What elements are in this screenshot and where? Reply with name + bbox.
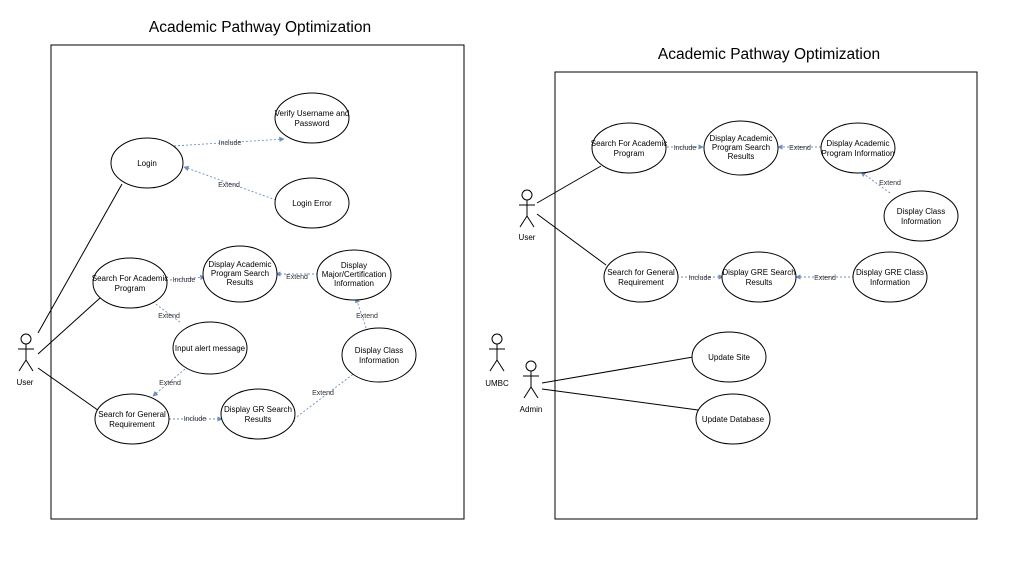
left-title: Academic Pathway Optimization — [149, 19, 371, 36]
rel-search-display: Include — [674, 145, 697, 152]
stick-figure-icon — [523, 360, 539, 399]
uc-update-database: Update Database — [695, 393, 771, 445]
actor-user-right: User — [519, 189, 536, 242]
rel-login-verify: Include — [219, 140, 242, 147]
dep-alert-search — [148, 298, 181, 323]
stick-figure-icon — [18, 333, 34, 372]
uc-update-site: Update Site — [691, 331, 767, 383]
actor-admin: Admin — [520, 360, 543, 414]
dep-error-login — [183, 166, 277, 201]
dep-class-info — [860, 171, 891, 194]
rel-alert-search: Extend — [158, 313, 180, 320]
dep-alert-general — [152, 368, 186, 397]
right-title: Academic Pathway Optimization — [658, 46, 880, 63]
uc-login-error: Login Error — [274, 177, 350, 229]
actor-umbc: UMBC — [485, 333, 509, 388]
actor-user-left: User — [17, 333, 34, 387]
svg-text:Update Database: Update Database — [702, 415, 765, 424]
stick-figure-icon — [519, 189, 535, 228]
right-diagram: Academic Pathway Optimization Include Ex… — [485, 46, 978, 520]
rel-alert-general: Extend — [159, 380, 181, 387]
uc-input-alert: Input alert message — [172, 321, 248, 375]
dep-search-display — [169, 274, 206, 281]
stick-figure-icon — [489, 333, 505, 372]
uc-login: Login — [110, 137, 184, 189]
rel-greclass-gre: Extend — [814, 275, 836, 282]
rel-general-gr: Include — [184, 416, 207, 423]
rel-major-display: Extend — [286, 274, 308, 281]
svg-text:Update Site: Update Site — [708, 353, 750, 362]
rel-info-display: Extend — [789, 145, 811, 152]
assoc-user-search-general — [536, 213, 607, 266]
dep-class-major — [354, 297, 367, 329]
rel-error-login: Extend — [218, 182, 240, 189]
actor-label: Admin — [520, 405, 543, 414]
dep-class-gr — [289, 371, 357, 423]
left-diagram: Academic Pathway Optimization Include Ex… — [17, 19, 465, 520]
assoc-admin-update-db — [541, 388, 699, 411]
rel-class-gr: Extend — [312, 390, 334, 397]
svg-text:Login Error: Login Error — [292, 199, 332, 208]
rel-class-major: Extend — [356, 313, 378, 320]
svg-text:Input alert message: Input alert message — [175, 344, 246, 353]
assoc-user-search-program — [37, 297, 101, 355]
rel-search-display: Include — [173, 277, 196, 284]
assoc-user-search-general — [37, 367, 103, 414]
rel-class-info: Extend — [879, 180, 901, 187]
svg-text:Login: Login — [137, 159, 157, 168]
rel-general-gre: Include — [689, 275, 712, 282]
actor-label: User — [519, 233, 536, 242]
assoc-admin-update-site — [541, 356, 694, 384]
actor-label: User — [17, 378, 34, 387]
actor-label: UMBC — [485, 379, 509, 388]
assoc-user-login — [37, 183, 123, 334]
assoc-user-search-program — [536, 165, 602, 204]
